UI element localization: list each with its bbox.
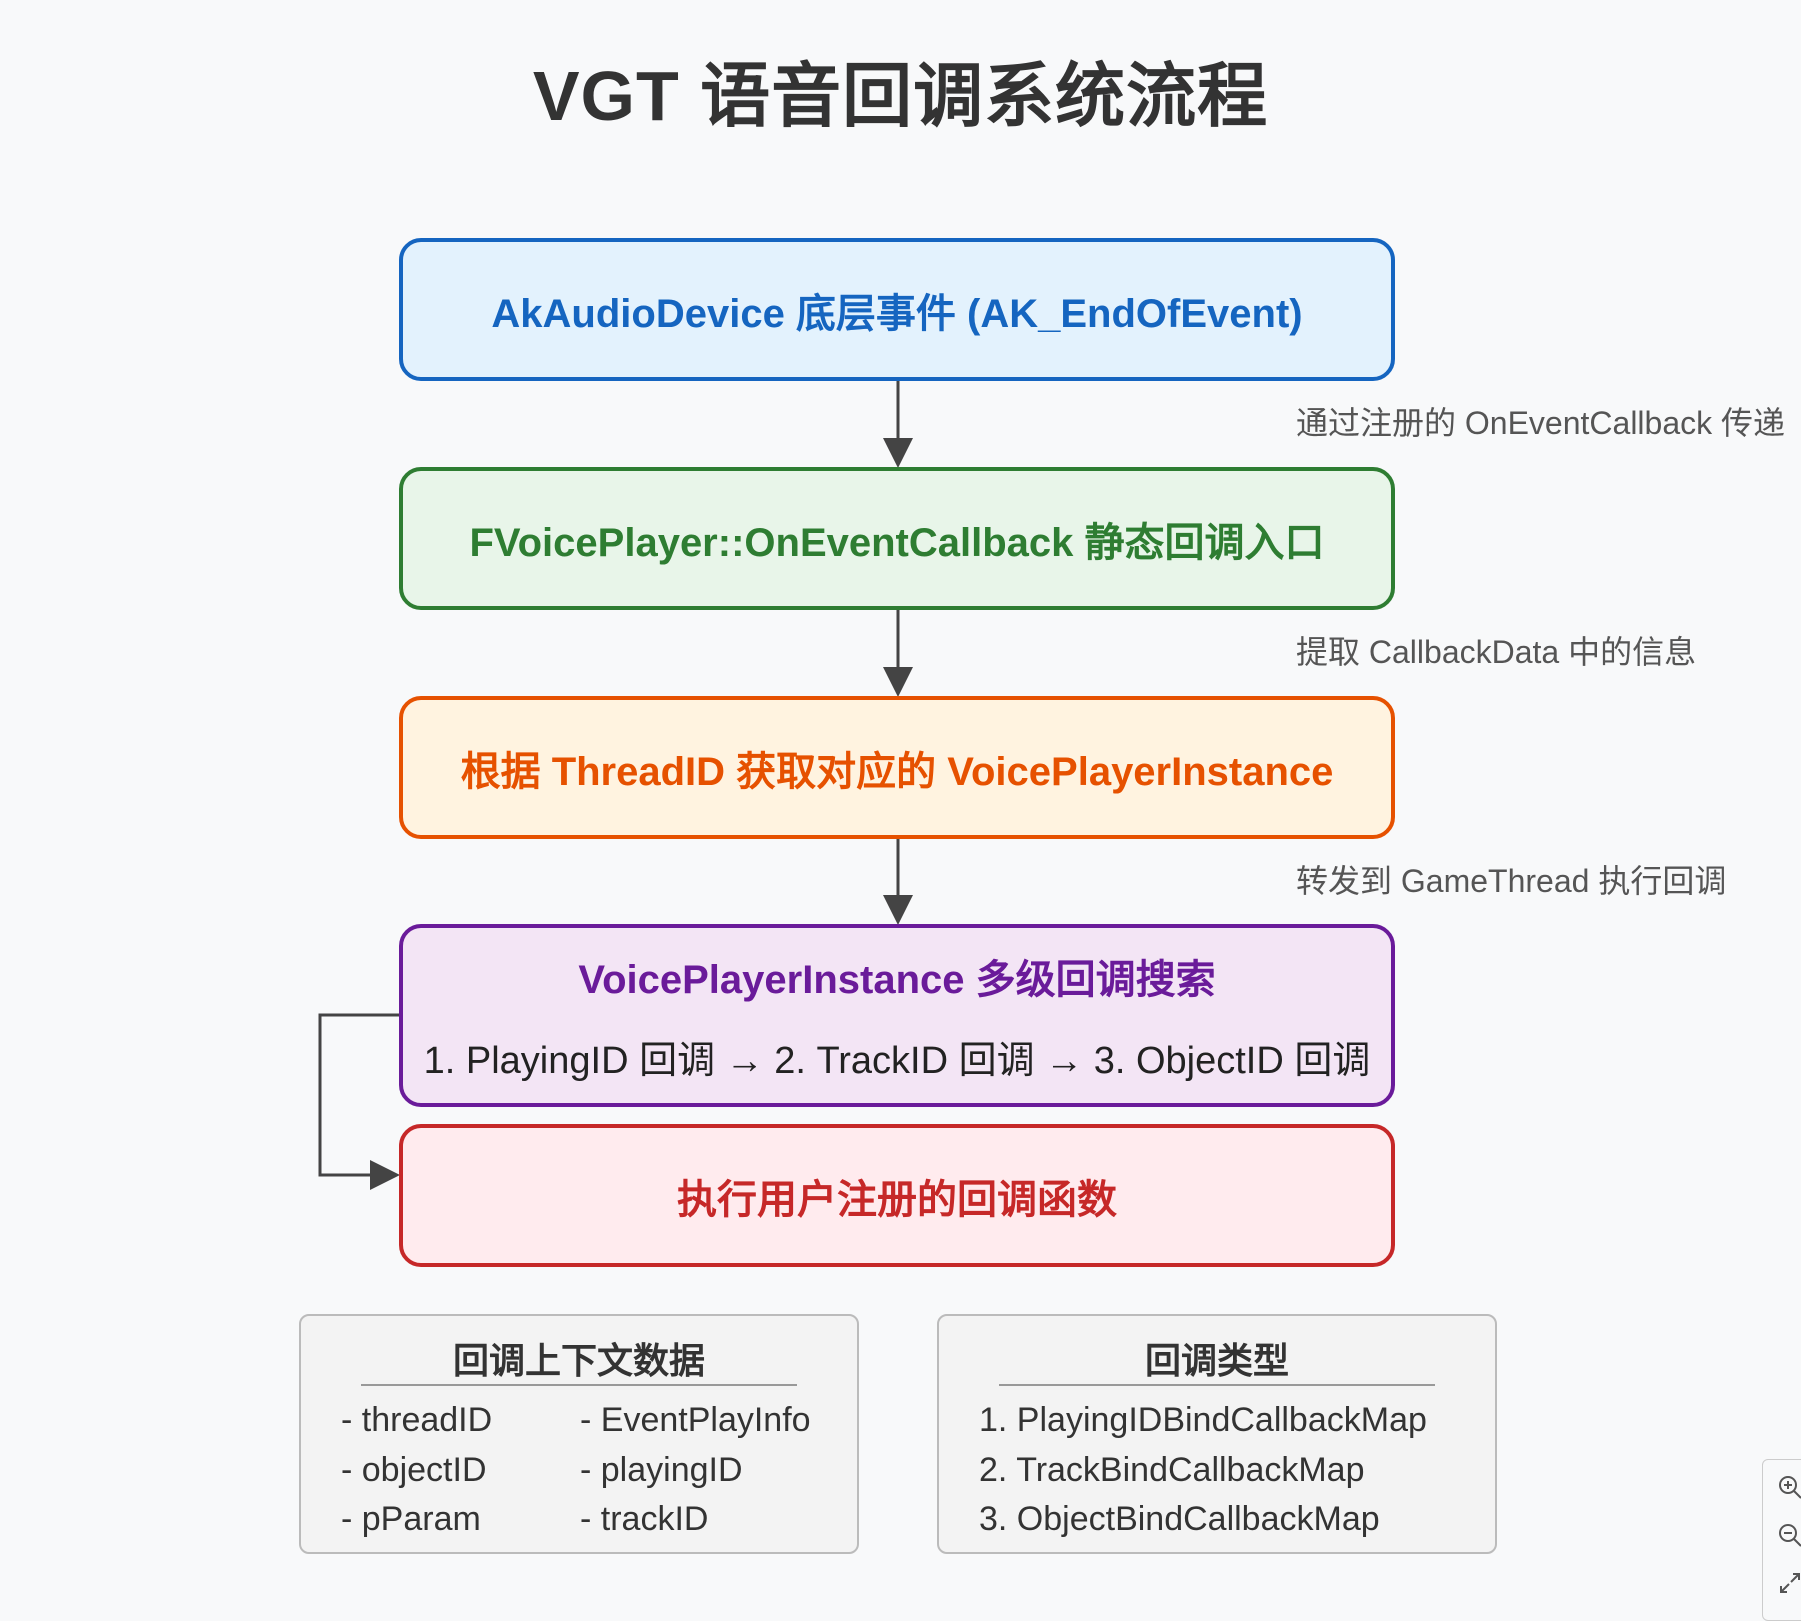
panel-title: 回调类型 [1144,1340,1289,1381]
context-item: - threadID [341,1401,493,1439]
callback-type-item: 3. ObjectBindCallbackMap [979,1500,1380,1538]
zoom-controls [1762,1459,1801,1621]
fit-view-icon[interactable] [1777,1570,1801,1596]
context-item: - EventPlayInfo [580,1401,811,1439]
context-data-panel: 回调上下文数据 - threadID - objectID - pParam -… [299,1314,859,1554]
edge-label-3: 转发到 GameThread 执行回调 [1296,863,1727,899]
callback-type-item: 1. PlayingIDBindCallbackMap [979,1401,1427,1439]
panel-divider [361,1384,797,1386]
context-item: - pParam [341,1500,481,1538]
zoom-out-icon[interactable] [1777,1522,1801,1548]
node-akaudiodevice: AkAudioDevice 底层事件 (AK_EndOfEvent) [399,238,1395,381]
node-label: 执行用户注册的回调函数 [677,1177,1117,1222]
panel-divider [999,1384,1435,1386]
diagram-title: VGT 语音回调系统流程 [532,57,1269,135]
panel-title: 回调上下文数据 [452,1340,705,1381]
context-item: - trackID [580,1500,709,1538]
edge-label-2: 提取 CallbackData 中的信息 [1296,634,1697,670]
node-multilevel-search: VoicePlayerInstance 多级回调搜索 1. PlayingID … [399,924,1395,1107]
node-execute-callback: 执行用户注册的回调函数 [399,1124,1395,1267]
node-label: VoicePlayerInstance 多级回调搜索 [578,958,1216,1002]
node-label: FVoicePlayer::OnEventCallback 静态回调入口 [469,520,1325,565]
context-item: - objectID [341,1451,487,1489]
node-label: AkAudioDevice 底层事件 (AK_EndOfEvent) [491,291,1303,336]
zoom-in-icon[interactable] [1777,1474,1801,1500]
edge-label-1: 通过注册的 OnEventCallback 传递 [1296,405,1786,441]
node-oneventcallback: FVoicePlayer::OnEventCallback 静态回调入口 [399,467,1395,610]
node-label: 根据 ThreadID 获取对应的 VoicePlayerInstance [460,749,1334,794]
callback-type-item: 2. TrackBindCallbackMap [979,1451,1365,1489]
node-sublabel: 1. PlayingID 回调 → 2. TrackID 回调 → 3. Obj… [423,1040,1371,1082]
loop-arrow [318,1013,400,1190]
callback-types-panel: 回调类型 1. PlayingIDBindCallbackMap 2. Trac… [937,1314,1497,1554]
context-item: - playingID [580,1451,743,1489]
node-get-instance: 根据 ThreadID 获取对应的 VoicePlayerInstance [399,696,1395,839]
